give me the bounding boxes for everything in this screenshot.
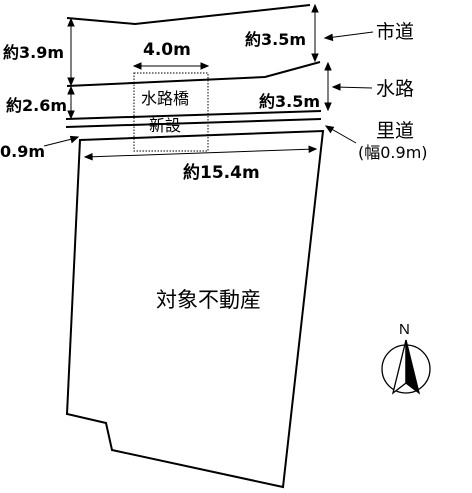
waterway-south-edge [65, 110, 322, 120]
waterway-label: 水路 [376, 78, 414, 100]
bridge-width-label: 4.0m [143, 40, 191, 60]
frontage-dim-line [85, 148, 316, 158]
dim-arrowhead [200, 62, 210, 70]
village-road-width-leader [43, 137, 77, 147]
waterway-width-left-label: 約2.6m [6, 96, 67, 115]
dim-arrowhead [308, 145, 318, 153]
village-road-label: 里道 [376, 120, 414, 142]
city-road-label: 市道 [376, 21, 414, 43]
bridge-note-line1: 水路橋 [141, 89, 189, 108]
waterway-leader [334, 86, 373, 89]
city-road-leader [326, 31, 374, 39]
north-arrow-icon: N [381, 321, 431, 395]
village-road-south-edge [65, 118, 322, 128]
bridge-dotted-box [133, 72, 209, 152]
north-arrow-black-half [405, 339, 421, 395]
dim-arrowhead [67, 110, 75, 120]
city-road-south-edge [66, 61, 321, 87]
subject-property-outline [65, 129, 325, 489]
dimension-lines [67, 3, 332, 161]
leader-arrowhead [331, 83, 341, 91]
leader-arrowhead [324, 125, 335, 134]
city-road-north-edge [66, 4, 311, 26]
frontage-label: 約15.4m [183, 162, 260, 183]
village-road-width-left-label: 0.9m [0, 142, 45, 161]
dim-arrowhead [132, 62, 142, 70]
dim-arrowhead [83, 153, 93, 161]
leader-arrowhead [69, 135, 80, 144]
bridge-note-line2: 新設 [149, 116, 181, 135]
village-road-leader [327, 126, 357, 144]
dim-arrowhead [67, 85, 75, 95]
city-road-width-left-label: 約3.9m [3, 43, 64, 62]
dim-arrowhead [311, 3, 319, 13]
dim-arrowhead [324, 61, 332, 71]
city-road-width-right-label: 約3.5m [245, 30, 306, 49]
leader-arrowhead [323, 33, 334, 42]
dim-arrowhead [67, 17, 75, 27]
dim-arrowhead [311, 53, 319, 63]
dim-arrowhead [324, 102, 332, 112]
dim-arrowhead [67, 77, 75, 87]
subject-property-label: 対象不動産 [156, 288, 261, 312]
village-road-width-label: (幅0.9m) [358, 143, 428, 162]
boundary-lines [65, 4, 322, 128]
leader-lines [43, 31, 374, 147]
north-letter: N [399, 321, 410, 338]
waterway-width-right-label: 約3.5m [259, 92, 320, 111]
